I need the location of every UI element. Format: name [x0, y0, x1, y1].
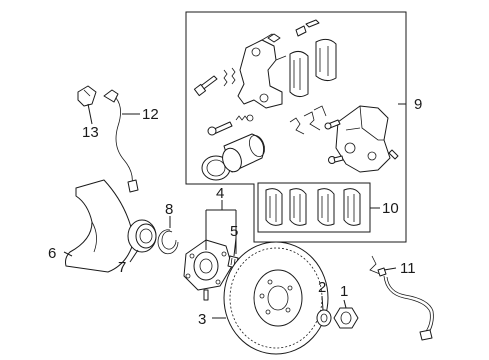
- caliper-assembly-box: [185, 11, 407, 243]
- anti-rattle-clip-2: [303, 111, 321, 131]
- guide-pin-boot: [223, 67, 236, 87]
- callout-11: 11: [400, 260, 416, 277]
- callout-7: 7: [118, 259, 126, 276]
- abs-sensor-wire: [103, 89, 139, 193]
- wheel-hub: [183, 239, 233, 291]
- abs-sensor-bracket: [77, 85, 97, 107]
- caliper-piston: [222, 133, 265, 173]
- callout-1: 1: [340, 283, 348, 300]
- hub-bolt: [203, 289, 209, 301]
- caliper-bolt-bottom: [328, 155, 344, 164]
- leader-lines: [63, 103, 406, 319]
- callout-8: 8: [165, 201, 173, 218]
- callout-13: 13: [82, 124, 99, 141]
- caliper-body: [335, 105, 391, 173]
- callout-3: 3: [198, 311, 206, 328]
- bleeder-screw: [388, 149, 399, 160]
- dust-shield: [65, 179, 135, 273]
- pad-kit-pad-2: [289, 188, 307, 226]
- callout-9: 9: [414, 96, 422, 113]
- bracket-bolt: [193, 75, 218, 97]
- brake-pad-upper-1: [289, 50, 309, 98]
- wheel-bearing: [127, 219, 157, 253]
- brake-pad-upper-2: [315, 38, 337, 82]
- callout-4: 4: [216, 185, 224, 202]
- pin-boot: [235, 114, 254, 122]
- callout-6: 6: [48, 245, 56, 262]
- snap-ring: [157, 229, 179, 255]
- pad-kit-pad-4: [343, 188, 361, 226]
- callout-5: 5: [230, 223, 238, 240]
- top-clip: [267, 19, 320, 43]
- caliper-bracket: [237, 33, 287, 109]
- brake-hose: [369, 255, 434, 341]
- caliper-bolt-top: [324, 119, 341, 130]
- anti-rattle-clip-3: [313, 105, 327, 117]
- callout-2: 2: [318, 279, 326, 296]
- washer: [316, 309, 332, 327]
- brake-rotor: [223, 241, 329, 355]
- pad-kit-pad-3: [317, 188, 335, 226]
- callout-12: 12: [142, 106, 159, 123]
- axle-nut: [333, 307, 359, 329]
- callout-10: 10: [382, 200, 399, 217]
- anti-rattle-clip-1: [289, 117, 305, 135]
- guide-bolt: [207, 121, 233, 136]
- pad-kit-pad-1: [265, 188, 283, 226]
